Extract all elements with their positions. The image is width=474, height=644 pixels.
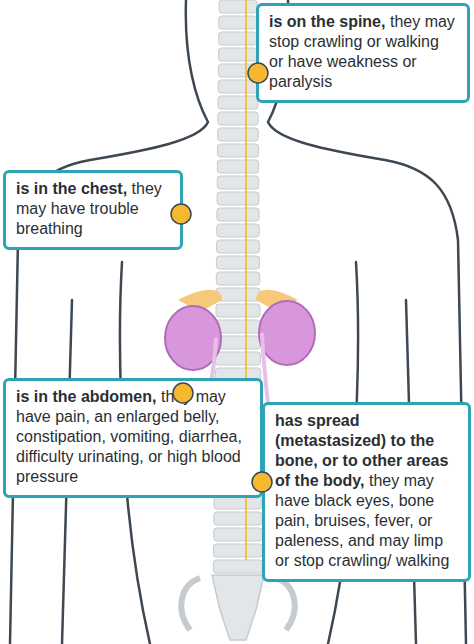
vertebra — [216, 256, 259, 269]
vertebra — [218, 112, 258, 125]
callout-box: is in the abdomen,they may have pain, an… — [3, 378, 263, 498]
vertebra — [214, 544, 263, 557]
vertebra — [213, 560, 262, 573]
vertebra — [214, 528, 263, 541]
callout-box: is on the spine,they may stop crawling o… — [256, 3, 470, 103]
vertebra — [217, 240, 260, 253]
vertebra — [216, 288, 260, 301]
pelvis-right — [276, 578, 295, 630]
vertebra — [219, 16, 257, 29]
vertebra — [217, 208, 259, 221]
vertebra — [215, 352, 260, 365]
vertebra — [217, 176, 259, 189]
vertebra — [217, 192, 259, 205]
vertebra — [216, 320, 260, 333]
vertebra — [216, 336, 261, 349]
vertebra — [218, 80, 258, 93]
callout-heading: is in the abdomen, — [16, 388, 156, 405]
location-dot — [173, 383, 193, 403]
vertebra — [219, 0, 257, 13]
vertebra — [218, 128, 259, 141]
callout-heading: is on the spine, — [269, 13, 385, 30]
sacrum — [212, 575, 264, 640]
vertebra — [219, 48, 258, 61]
vertebra — [214, 512, 262, 525]
location-dot — [171, 204, 191, 224]
callout-box: is in the chest,they may have trouble br… — [3, 170, 183, 250]
vertebra — [218, 96, 258, 109]
vertebra — [219, 32, 258, 45]
vertebra — [218, 144, 259, 157]
pelvis-left — [181, 578, 200, 630]
vertebra — [216, 304, 260, 317]
kidney — [259, 301, 315, 365]
location-dot — [252, 472, 272, 492]
callout-heading: is in the chest, — [16, 180, 127, 197]
vertebra — [217, 224, 259, 237]
vertebra — [218, 64, 257, 77]
vertebra — [217, 160, 258, 173]
vertebra — [216, 272, 259, 285]
callout-box: has spread (metastasized) to the bone, o… — [262, 402, 471, 582]
location-dot — [248, 63, 268, 83]
